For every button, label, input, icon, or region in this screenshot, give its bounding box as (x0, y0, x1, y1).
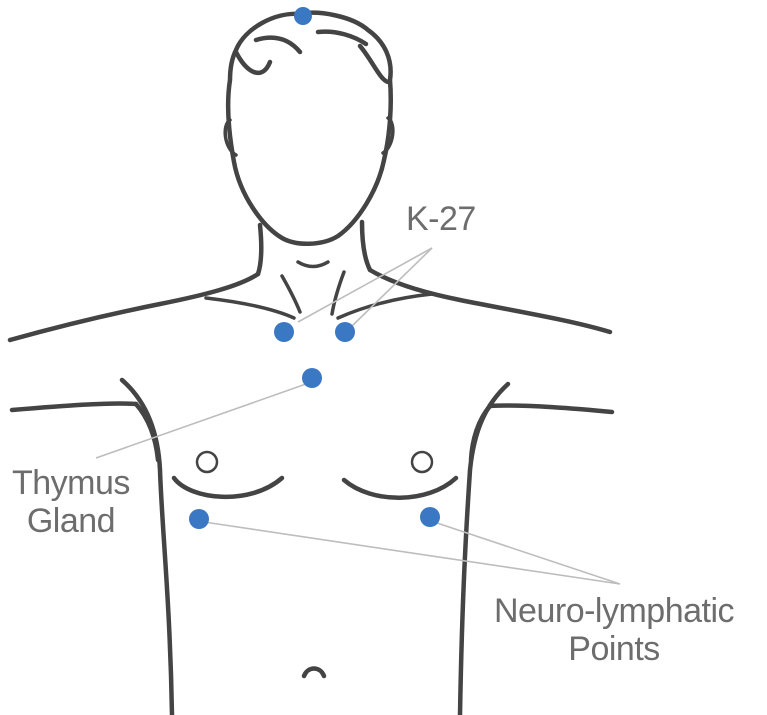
torso-left-side (122, 380, 172, 715)
sternocleidomastoid-left (282, 276, 300, 312)
k27-point-right (335, 322, 355, 342)
thymus-point (302, 368, 322, 388)
neck-notch (298, 262, 328, 267)
nipple-right (412, 452, 432, 472)
neck-left (258, 225, 261, 274)
thymus-label-line-2: Gland (12, 502, 130, 540)
clavicle-right (338, 294, 432, 318)
crown-point (294, 7, 312, 25)
sternocleidomastoid-right (332, 272, 344, 314)
head-outline (225, 13, 393, 244)
neuro-lymphatic-label: Neuro-lymphatic Points (494, 592, 734, 668)
hair-strand-middle (256, 38, 300, 52)
k27-label-text: K-27 (406, 200, 476, 238)
shoulder-right (370, 270, 610, 332)
arm-left-lower-edge (12, 403, 136, 410)
pectoral-right (344, 478, 456, 498)
thymus-gland-label: Thymus Gland (12, 464, 130, 540)
clavicle-left (206, 298, 294, 318)
neck-right (362, 222, 370, 270)
hair-strand-left (236, 52, 270, 73)
k27-label: K-27 (406, 200, 476, 238)
neuro-lymphatic-point-right (420, 507, 440, 527)
arm-right-lower-edge (490, 405, 612, 412)
navel (304, 669, 324, 677)
neuro-label-line-2: Points (494, 630, 734, 668)
nipple-left (197, 452, 217, 472)
thymus-label-line-1: Thymus (12, 464, 130, 502)
thymus-leader (96, 384, 306, 458)
neuro-label-line-1: Neuro-lymphatic (494, 592, 734, 630)
neuro-leader-right (434, 522, 620, 584)
neuro-leader-left (204, 522, 620, 584)
hair-strand-right (318, 32, 366, 44)
shoulder-left (10, 274, 258, 340)
pectoral-left (174, 478, 282, 497)
neuro-lymphatic-point-left (189, 509, 209, 529)
k27-point-left (274, 322, 294, 342)
